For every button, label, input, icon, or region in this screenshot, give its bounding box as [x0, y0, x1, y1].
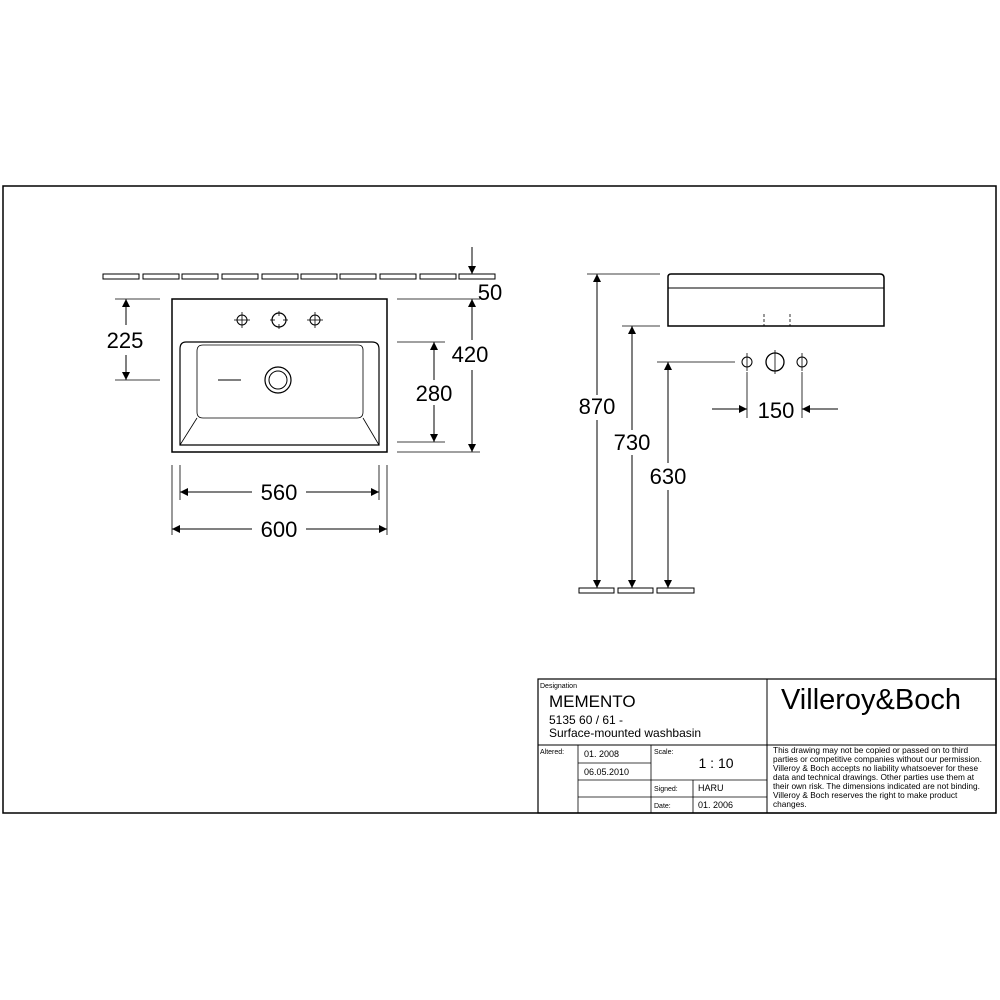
signed-label: Signed:: [654, 786, 678, 793]
dim-560: 560: [180, 480, 379, 505]
tap-hole-elev-center: [765, 350, 785, 374]
dim-label-50: 50: [478, 280, 502, 305]
basin-outline: [171, 298, 388, 453]
altered-date-1: 01. 2008: [584, 749, 619, 759]
product-code: 5135 60 / 61 -: [549, 713, 623, 727]
drawing-frame: [2, 185, 997, 814]
scale-label: Scale:: [654, 749, 674, 756]
altered-label: Altered:: [540, 749, 564, 756]
elevation-view: 870 730 630 150: [578, 273, 885, 594]
bowl-inner: [196, 344, 364, 419]
brand-logo: Villeroy&Boch: [781, 684, 961, 716]
date-label: Date:: [654, 803, 671, 810]
altered-date-2: 06.05.2010: [584, 767, 629, 777]
wall-segments: [102, 273, 496, 280]
plan-view: 225 50 420 280 560 600: [102, 247, 502, 542]
disclaimer-line: Villeroy & Boch reserves the right to ma…: [773, 790, 958, 800]
signed-value: HARU: [698, 783, 724, 793]
dim-150: 150: [712, 398, 838, 423]
disclaimer-line: changes.: [773, 799, 807, 809]
dim-label-150: 150: [758, 398, 795, 423]
dim-label-600: 600: [261, 517, 298, 542]
dim-600: 600: [172, 517, 387, 542]
designation-label: Designation: [540, 683, 577, 690]
scale-value: 1 : 10: [698, 755, 733, 771]
disclaimer-line: parties or competitive companies without…: [773, 754, 982, 764]
disclaimer-line: their own risk. The dimensions indicated…: [773, 781, 980, 791]
tap-hole-center: [270, 311, 288, 329]
dim-630: 630: [650, 362, 687, 588]
floor-segments: [578, 587, 695, 594]
dim-225: 225: [107, 299, 144, 380]
dim-label-870: 870: [579, 394, 616, 419]
drain: [264, 366, 292, 394]
dim-label-560: 560: [261, 480, 298, 505]
dim-420: 420: [452, 299, 489, 452]
date-value: 01. 2006: [698, 800, 733, 810]
dim-label-280: 280: [416, 381, 453, 406]
disclaimer-line: data and technical drawings. Other parti…: [773, 772, 975, 782]
product-description: Surface-mounted washbasin: [549, 726, 701, 740]
dim-label-225: 225: [107, 328, 144, 353]
dim-50: 50: [468, 247, 502, 305]
product-name: MEMENTO: [549, 692, 636, 711]
tap-hole-elev-left: [741, 353, 753, 371]
dim-870: 870: [579, 274, 616, 588]
dim-label-730: 730: [614, 430, 651, 455]
disclaimer-line: This drawing may not be copied or passed…: [773, 745, 968, 755]
basin-profile: [667, 273, 885, 327]
dim-280: 280: [416, 342, 453, 442]
dim-730: 730: [614, 326, 651, 588]
tap-hole-right: [307, 312, 323, 328]
disclaimer-line: Villeroy & Boch accepts no liability wha…: [773, 763, 978, 773]
dim-label-420: 420: [452, 342, 489, 367]
title-block: Designation MEMENTO 5135 60 / 61 - Surfa…: [537, 678, 997, 814]
tap-hole-elev-right: [796, 353, 808, 371]
dim-label-630: 630: [650, 464, 687, 489]
tap-hole-left: [234, 312, 250, 328]
disclaimer: This drawing may not be copied or passed…: [773, 745, 982, 809]
